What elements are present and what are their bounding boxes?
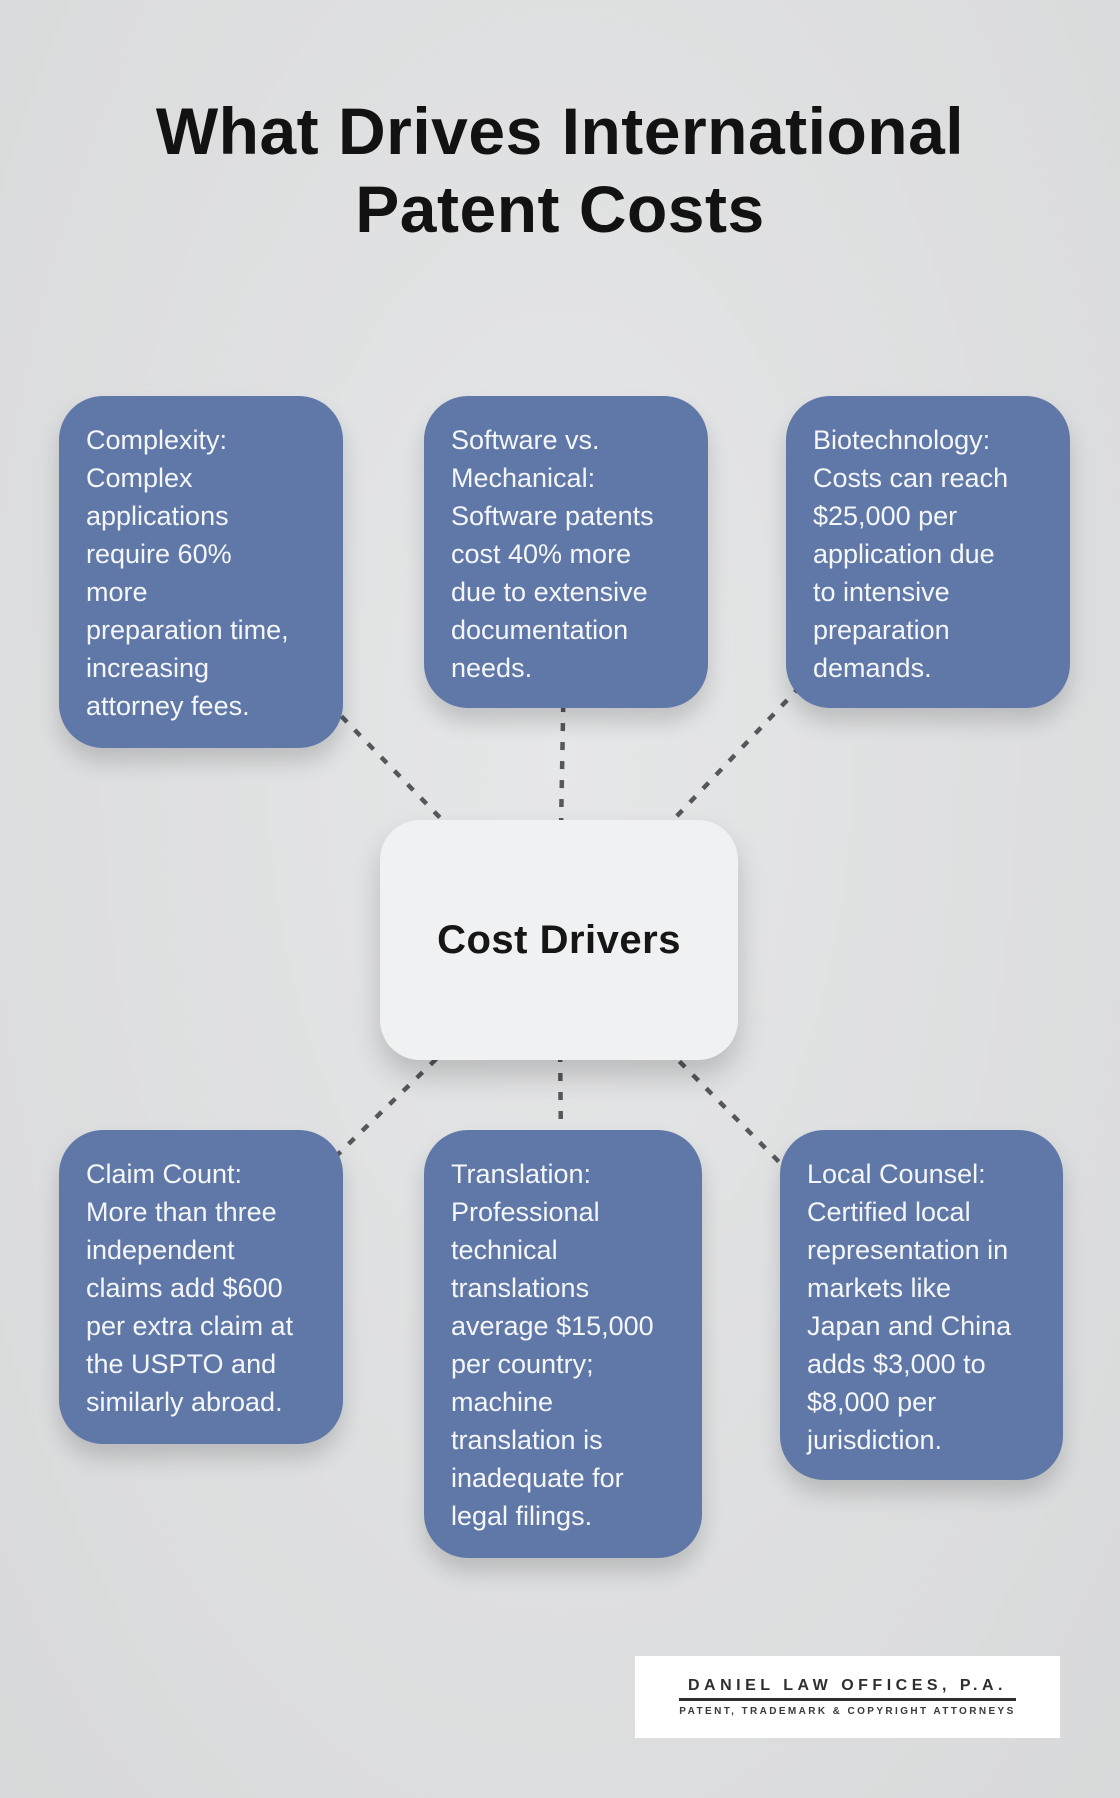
- node-local-counsel: Local Counsel: Certified local represent…: [780, 1130, 1063, 1480]
- node-software-vs-mechanical-text: Software vs. Mechanical: Software patent…: [451, 425, 654, 683]
- logo-firm-name: DANIEL LAW OFFICES, P.A.: [688, 1677, 1007, 1695]
- node-translation-text: Translation: Professional technical tran…: [451, 1159, 654, 1531]
- logo-card: DANIEL LAW OFFICES, P.A. PATENT, TRADEMA…: [635, 1656, 1060, 1738]
- center-node-cost-drivers: Cost Drivers: [380, 820, 738, 1060]
- node-biotechnology: Biotechnology: Costs can reach $25,000 p…: [786, 396, 1070, 708]
- node-complexity-text: Complexity: Complex applications require…: [86, 425, 289, 721]
- page-title: What Drives International Patent Costs: [155, 94, 965, 246]
- node-complexity: Complexity: Complex applications require…: [59, 396, 343, 748]
- logo-tagline: PATENT, TRADEMARK & COPYRIGHT ATTORNEYS: [679, 1705, 1016, 1717]
- logo-daniel-law-offices: DANIEL LAW OFFICES, P.A. PATENT, TRADEMA…: [679, 1677, 1016, 1717]
- node-claim-count: Claim Count: More than three independent…: [59, 1130, 343, 1444]
- center-node-label: Cost Drivers: [437, 917, 681, 962]
- connector-biotechnology: [557, 550, 930, 942]
- node-claim-count-text: Claim Count: More than three independent…: [86, 1159, 294, 1417]
- logo-divider: [679, 1698, 1016, 1701]
- node-translation: Translation: Professional technical tran…: [424, 1130, 702, 1558]
- node-local-counsel-text: Local Counsel: Certified local represent…: [807, 1159, 1012, 1455]
- node-biotechnology-text: Biotechnology: Costs can reach $25,000 p…: [813, 425, 1009, 683]
- node-software-vs-mechanical: Software vs. Mechanical: Software patent…: [424, 396, 708, 708]
